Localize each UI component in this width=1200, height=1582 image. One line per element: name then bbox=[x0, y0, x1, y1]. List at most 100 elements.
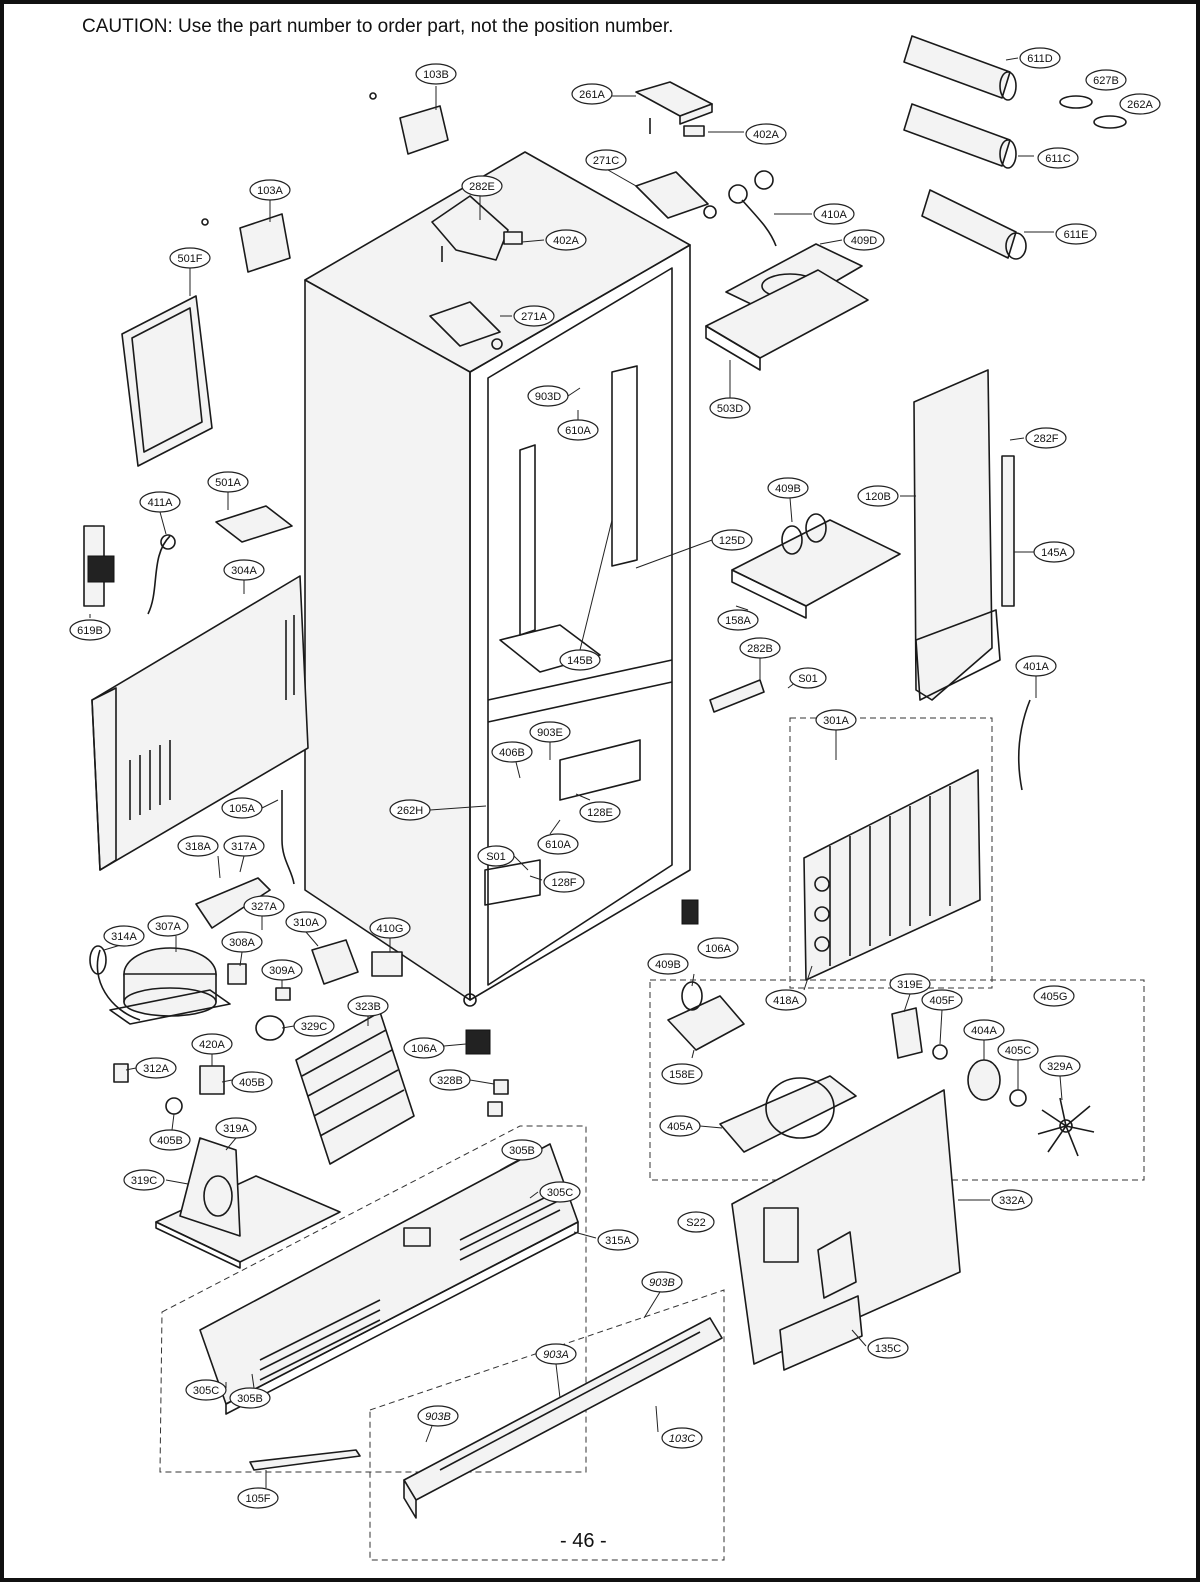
part-271C-hinge bbox=[635, 171, 717, 219]
svg-text:282F: 282F bbox=[1033, 433, 1058, 445]
callout-304A: 304A bbox=[223, 559, 265, 581]
callout-903E: 903E bbox=[529, 721, 571, 743]
svg-text:328B: 328B bbox=[437, 1075, 463, 1087]
svg-text:314A: 314A bbox=[111, 931, 137, 943]
callout-329C: 329C bbox=[293, 1015, 335, 1037]
svg-text:903B: 903B bbox=[425, 1411, 451, 1423]
part-328B-grommets bbox=[487, 1079, 509, 1117]
part-619B-bracket bbox=[83, 525, 115, 607]
callout-409D: 409D bbox=[843, 229, 885, 251]
part-329C-fan bbox=[255, 1015, 285, 1041]
part-329A-fan-blade bbox=[1037, 1097, 1095, 1157]
callout-611D: 611D bbox=[1019, 47, 1061, 69]
svg-text:305B: 305B bbox=[509, 1145, 535, 1157]
callout-S01-right: S01 bbox=[789, 667, 827, 689]
svg-text:327A: 327A bbox=[251, 901, 277, 913]
callout-308A: 308A bbox=[221, 931, 263, 953]
svg-text:261A: 261A bbox=[579, 89, 605, 101]
callout-271A: 271A bbox=[513, 305, 555, 327]
part-309A-clip bbox=[275, 987, 291, 1001]
svg-text:332A: 332A bbox=[999, 1195, 1025, 1207]
page-number: - 46 - bbox=[560, 1530, 607, 1552]
callout-S22: S22 bbox=[677, 1211, 715, 1233]
callout-282E: 282E bbox=[461, 175, 503, 197]
callout-903B-low: 903B bbox=[417, 1405, 459, 1427]
svg-text:405B: 405B bbox=[157, 1135, 183, 1147]
callout-405B-low: 405B bbox=[149, 1129, 191, 1151]
part-105F-strip bbox=[249, 1449, 361, 1471]
leader-lines bbox=[89, 57, 1063, 1488]
callout-103B: 103B bbox=[415, 63, 457, 85]
svg-text:503D: 503D bbox=[717, 403, 743, 415]
callout-262A: 262A bbox=[1119, 93, 1161, 115]
svg-text:319A: 319A bbox=[223, 1123, 249, 1135]
callout-409B-top: 409B bbox=[767, 477, 809, 499]
svg-text:420A: 420A bbox=[199, 1039, 225, 1051]
svg-text:610A: 610A bbox=[565, 425, 591, 437]
callout-319C: 319C bbox=[123, 1169, 165, 1191]
svg-text:307A: 307A bbox=[155, 921, 181, 933]
part-158A-lamp-tray bbox=[731, 513, 901, 619]
svg-text:611D: 611D bbox=[1027, 53, 1053, 65]
callout-135C: 135C bbox=[867, 1337, 909, 1359]
callout-611E: 611E bbox=[1055, 223, 1097, 245]
svg-text:903A: 903A bbox=[543, 1349, 569, 1361]
callout-145A: 145A bbox=[1033, 541, 1075, 563]
svg-text:402A: 402A bbox=[753, 129, 779, 141]
svg-text:305C: 305C bbox=[547, 1187, 573, 1199]
part-503D-tray bbox=[705, 269, 869, 371]
part-103A-bracket bbox=[201, 213, 291, 273]
callout-314A: 314A bbox=[103, 925, 145, 947]
part-332A-cover bbox=[731, 1089, 961, 1365]
part-401A-harness bbox=[1017, 699, 1031, 791]
svg-text:402A: 402A bbox=[553, 235, 579, 247]
svg-text:305B: 305B bbox=[237, 1393, 263, 1405]
svg-text:411A: 411A bbox=[148, 497, 174, 509]
svg-text:323B: 323B bbox=[355, 1001, 381, 1013]
part-315A-base-plate bbox=[199, 1143, 579, 1415]
part-319A-drain-pan bbox=[155, 1137, 341, 1269]
svg-text:903D: 903D bbox=[535, 391, 561, 403]
svg-text:135C: 135C bbox=[875, 1343, 901, 1355]
callout-301A: 301A bbox=[815, 709, 857, 731]
callout-319A: 319A bbox=[215, 1117, 257, 1139]
svg-text:103A: 103A bbox=[257, 185, 283, 197]
part-304A-back-panel bbox=[91, 575, 309, 871]
callout-309A: 309A bbox=[261, 959, 303, 981]
callout-105A: 105A bbox=[221, 797, 263, 819]
callout-318A: 318A bbox=[177, 835, 219, 857]
callout-158E: 158E bbox=[661, 1063, 703, 1085]
callout-619B: 619B bbox=[69, 619, 111, 641]
svg-text:903B: 903B bbox=[649, 1277, 675, 1289]
svg-text:128E: 128E bbox=[587, 807, 613, 819]
callout-329A: 329A bbox=[1039, 1055, 1081, 1077]
svg-text:312A: 312A bbox=[143, 1063, 169, 1075]
callout-305C-top: 305C bbox=[539, 1181, 581, 1203]
callout-315A: 315A bbox=[597, 1229, 639, 1251]
callout-420A: 420A bbox=[191, 1033, 233, 1055]
svg-text:329C: 329C bbox=[301, 1021, 327, 1033]
callout-103C: 103C bbox=[661, 1427, 703, 1449]
part-501F-panel bbox=[121, 295, 213, 467]
svg-text:410G: 410G bbox=[377, 923, 404, 935]
callout-610A-low: 610A bbox=[537, 833, 579, 855]
part-405C-cap bbox=[1009, 1089, 1027, 1107]
svg-text:406B: 406B bbox=[499, 747, 525, 759]
part-405F-cap bbox=[932, 1044, 948, 1060]
svg-text:310A: 310A bbox=[293, 917, 319, 929]
svg-text:103C: 103C bbox=[669, 1433, 695, 1445]
callout-410G: 410G bbox=[369, 917, 411, 939]
callout-S01-low: S01 bbox=[477, 845, 515, 867]
svg-text:158E: 158E bbox=[669, 1069, 695, 1081]
part-317A-cover bbox=[195, 877, 271, 929]
svg-text:319E: 319E bbox=[897, 979, 923, 991]
callout-903A: 903A bbox=[535, 1343, 577, 1365]
grille-group-outline bbox=[369, 1289, 725, 1561]
callout-328B: 328B bbox=[429, 1069, 471, 1091]
callout-103A: 103A bbox=[249, 179, 291, 201]
callout-261A: 261A bbox=[571, 83, 613, 105]
callout-128F: 128F bbox=[543, 871, 585, 893]
svg-text:315A: 315A bbox=[605, 1235, 631, 1247]
svg-text:409B: 409B bbox=[775, 483, 801, 495]
part-105A-tube bbox=[281, 790, 295, 885]
